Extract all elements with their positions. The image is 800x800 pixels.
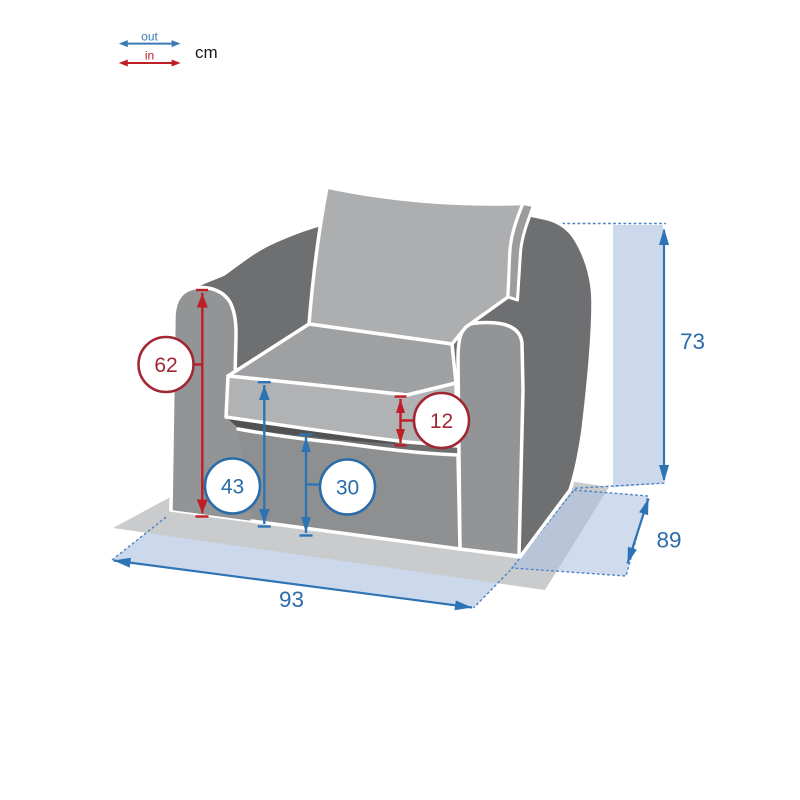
svg-text:out: out xyxy=(141,30,158,44)
svg-text:12: 12 xyxy=(430,410,453,433)
svg-text:89: 89 xyxy=(656,528,681,553)
svg-text:in: in xyxy=(145,49,154,63)
svg-text:62: 62 xyxy=(154,354,177,377)
svg-text:93: 93 xyxy=(279,587,304,612)
svg-text:43: 43 xyxy=(221,476,244,499)
svg-text:73: 73 xyxy=(680,329,705,354)
svg-text:30: 30 xyxy=(336,477,359,500)
svg-text:cm: cm xyxy=(195,43,218,62)
